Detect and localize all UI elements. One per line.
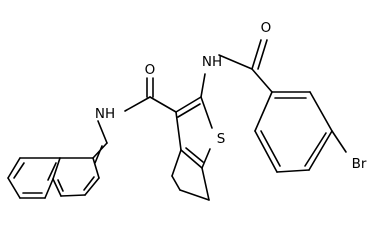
- sulfur-label: S: [217, 131, 226, 147]
- bond: [254, 91, 273, 132]
- bond: [179, 189, 210, 201]
- bond: [308, 130, 333, 171]
- bond: [251, 39, 262, 70]
- bond: [260, 130, 281, 167]
- bond: [180, 149, 203, 169]
- nh-label: NH: [95, 106, 115, 122]
- bond: [276, 169, 310, 173]
- bromine-label: Br: [352, 156, 367, 172]
- bond: [304, 132, 327, 167]
- bond: [52, 178, 62, 197]
- bond: [47, 162, 57, 181]
- bond: [60, 194, 86, 197]
- bond: [52, 157, 61, 180]
- bond: [175, 111, 182, 151]
- bond: [201, 148, 211, 169]
- bond: [200, 73, 206, 98]
- bond: [7, 177, 21, 199]
- bond: [149, 96, 177, 113]
- bond: [97, 120, 108, 144]
- bond: [185, 147, 204, 163]
- bond: [200, 96, 213, 129]
- bond: [124, 96, 151, 112]
- bond: [171, 149, 182, 177]
- nh-label: NH: [202, 54, 222, 70]
- bond: [177, 103, 201, 118]
- bond: [309, 91, 333, 132]
- bond: [254, 130, 278, 173]
- bond: [7, 157, 21, 179]
- oxygen-label: O: [145, 62, 156, 78]
- bond: [251, 68, 273, 93]
- bond: [13, 162, 25, 179]
- bond: [83, 176, 95, 191]
- bond: [201, 167, 210, 201]
- bond: [94, 145, 103, 164]
- bond: [218, 54, 253, 70]
- bond: [257, 39, 268, 70]
- bond: [175, 96, 202, 113]
- bond: [171, 175, 181, 191]
- bond: [57, 179, 64, 192]
- bond: [92, 157, 100, 179]
- bond: [44, 178, 54, 199]
- bond: [84, 177, 100, 196]
- bond: [331, 130, 347, 153]
- oxygen-label: O: [261, 20, 272, 36]
